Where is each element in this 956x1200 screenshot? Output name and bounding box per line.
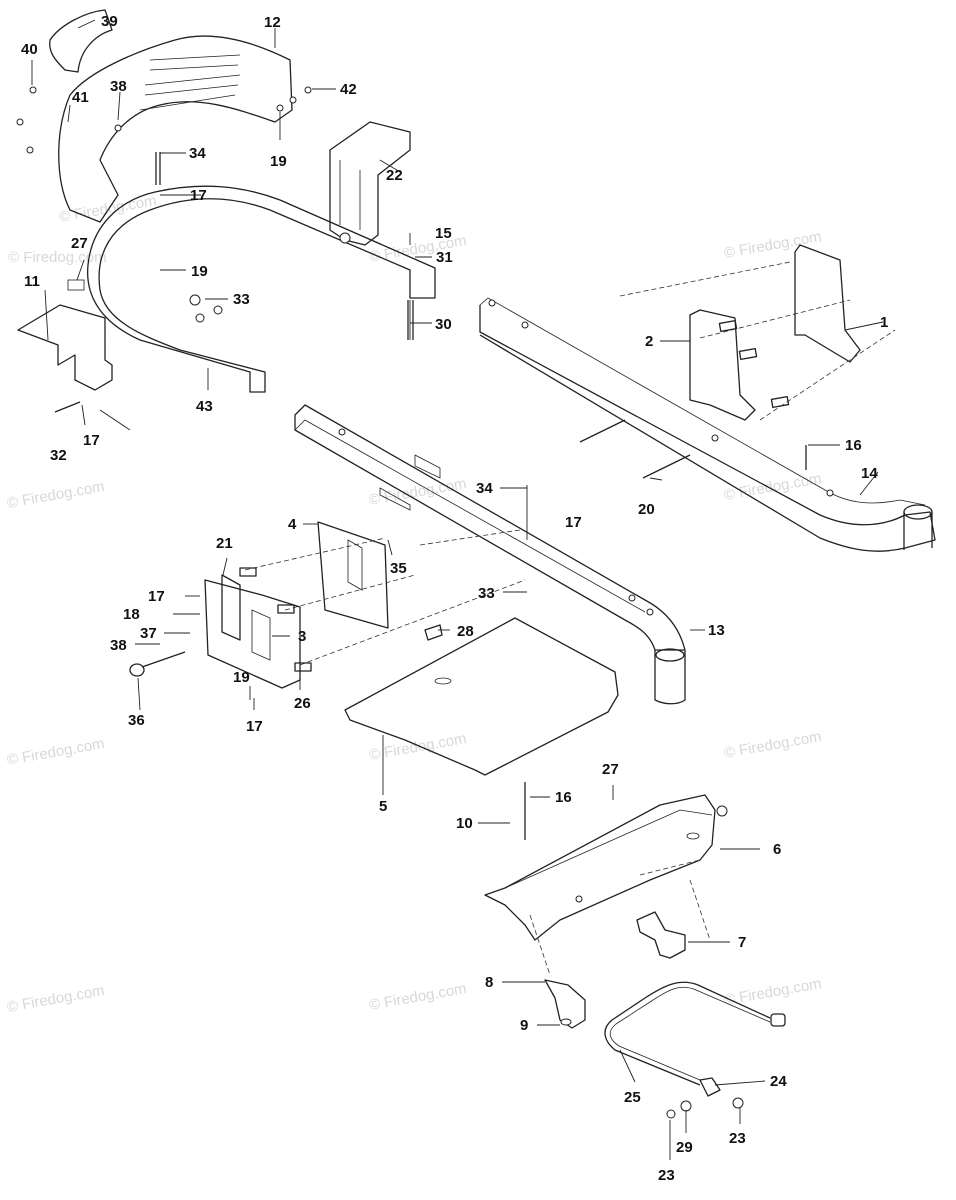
callout-17: 17 [246, 718, 263, 735]
callout-38: 38 [110, 78, 127, 95]
callout-17: 17 [148, 588, 165, 605]
callout-40: 40 [21, 41, 38, 58]
watermark: © Firedog.com [368, 980, 468, 1014]
callout-33: 33 [233, 291, 250, 308]
callout-14: 14 [861, 465, 878, 482]
callout-35: 35 [390, 560, 407, 577]
watermark: © Firedog.com [723, 728, 823, 762]
callout-28: 28 [457, 623, 474, 640]
callout-39: 39 [101, 13, 118, 30]
callout-17: 17 [190, 187, 207, 204]
callout-10: 10 [456, 815, 473, 832]
callout-27: 27 [71, 235, 88, 252]
callout-26: 26 [294, 695, 311, 712]
callout-9: 9 [520, 1017, 528, 1034]
callout-42: 42 [340, 81, 357, 98]
plate-11 [17, 279, 113, 413]
callout-19: 19 [191, 263, 208, 280]
callout-23: 23 [658, 1167, 675, 1184]
callout-15: 15 [435, 225, 452, 242]
callout-24: 24 [770, 1073, 787, 1090]
callout-16: 16 [845, 437, 862, 454]
watermark: © Firedog.com [723, 228, 823, 262]
bracket-7 [636, 911, 686, 959]
rod-25 [604, 981, 786, 1119]
callout-30: 30 [435, 316, 452, 333]
callout-5: 5 [379, 798, 387, 815]
callout-16: 16 [555, 789, 572, 806]
watermark: © Firedog.com [723, 470, 823, 504]
callout-3: 3 [298, 628, 306, 645]
watermark: © Firedog.com [58, 192, 158, 226]
callout-12: 12 [264, 14, 281, 31]
callout-27: 27 [602, 761, 619, 778]
callout-23: 23 [729, 1130, 746, 1147]
callout-43: 43 [196, 398, 213, 415]
bracket-6 [484, 782, 728, 976]
watermark: © Firedog.com [6, 735, 106, 769]
callout-13: 13 [708, 622, 725, 639]
frame-14 [479, 244, 936, 552]
callout-34: 34 [189, 145, 206, 162]
callout-22: 22 [386, 167, 403, 184]
panel-assembly [129, 521, 526, 689]
callout-19: 19 [233, 669, 250, 686]
watermark-layer: © Firedog.com © Firedog.com © Firedog.co… [6, 192, 823, 1016]
callout-21: 21 [216, 535, 233, 552]
callout-37: 37 [140, 625, 157, 642]
bracket-22 [329, 121, 411, 246]
callout-labels: 1 2 3 4 5 6 7 8 9 10 11 12 13 14 15 16 1… [21, 13, 888, 1184]
callout-25: 25 [624, 1089, 641, 1106]
seat-shield-assembly [16, 9, 312, 223]
callout-38: 38 [110, 637, 127, 654]
watermark: © Firedog.com [8, 249, 107, 266]
callout-34: 34 [476, 480, 493, 497]
watermark: © Firedog.com [6, 982, 106, 1016]
callout-7: 7 [738, 934, 746, 951]
callout-36: 36 [128, 712, 145, 729]
callout-1: 1 [880, 314, 888, 331]
callout-18: 18 [123, 606, 140, 623]
leader-lines [31, 19, 884, 1160]
callout-32: 32 [50, 447, 67, 464]
floor-plate-5 [344, 617, 619, 776]
callout-41: 41 [72, 89, 89, 106]
frame-13 [294, 404, 686, 705]
callout-6: 6 [773, 841, 781, 858]
bracket-8 [544, 979, 586, 1029]
callout-8: 8 [485, 974, 493, 991]
callout-4: 4 [288, 516, 297, 533]
callout-29: 29 [676, 1139, 693, 1156]
callout-31: 31 [436, 249, 453, 266]
callout-17: 17 [565, 514, 582, 531]
callout-19: 19 [270, 153, 287, 170]
frame-43 [86, 152, 436, 393]
callout-20: 20 [638, 501, 655, 518]
callout-17: 17 [83, 432, 100, 449]
watermark: © Firedog.com [6, 478, 106, 512]
callout-2: 2 [645, 333, 653, 350]
callout-11: 11 [24, 273, 40, 290]
callout-33: 33 [478, 585, 495, 602]
